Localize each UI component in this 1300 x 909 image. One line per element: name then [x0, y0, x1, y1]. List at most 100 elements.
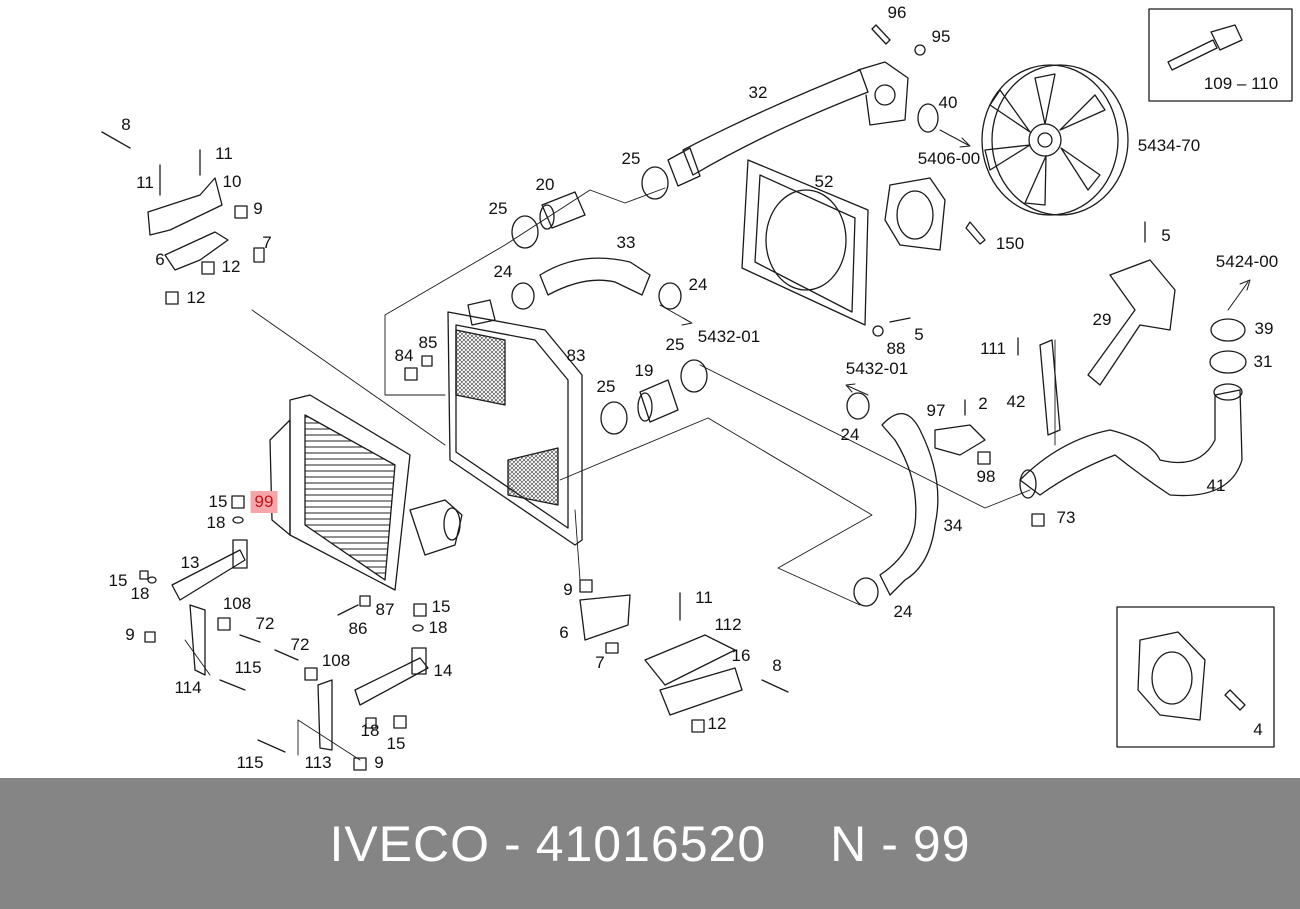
- callout-5406-00: 5406-00: [917, 149, 981, 168]
- callout-111: 111: [980, 339, 1006, 358]
- callout-113: 113: [304, 753, 332, 772]
- callout-12: 12: [186, 288, 206, 307]
- inset-bolt: [1167, 24, 1243, 71]
- callout-9: 9: [374, 753, 384, 772]
- callout-5: 5: [1161, 226, 1171, 245]
- seal-39: [1210, 318, 1246, 342]
- callout-25: 25: [621, 149, 641, 168]
- callout-12: 12: [221, 257, 241, 276]
- callout-24: 24: [893, 602, 913, 621]
- part-number: 41016520: [535, 815, 767, 872]
- callout-32: 32: [748, 83, 768, 102]
- callout-84: 84: [394, 346, 414, 365]
- intercooler-99: [269, 394, 463, 591]
- callout-12: 12: [707, 714, 727, 733]
- callout-24: 24: [493, 262, 513, 281]
- position-label: N: [830, 815, 868, 872]
- callout-33: 33: [616, 233, 636, 252]
- bearing-housing: [884, 177, 986, 251]
- cooling-fan: [981, 64, 1129, 216]
- hoses-upper: [539, 191, 679, 423]
- callout-109-110: 109 – 110: [1203, 74, 1279, 93]
- callout-6: 6: [559, 623, 569, 642]
- callout-15: 15: [108, 571, 128, 590]
- callout-88: 88: [886, 339, 906, 358]
- fasteners: [101, 131, 1146, 771]
- inset-frame-bearing: [1116, 606, 1275, 748]
- callout-7: 7: [595, 653, 605, 672]
- seal-31: [1209, 350, 1247, 374]
- callout-10: 10: [222, 172, 242, 191]
- callout-97: 97: [926, 401, 946, 420]
- mounting-brackets-left: [147, 177, 743, 751]
- callout-15: 15: [386, 734, 406, 753]
- callout-87: 87: [375, 600, 395, 619]
- pipe-41: [1019, 383, 1243, 499]
- leader-lines: [184, 187, 1056, 761]
- brand-name: IVECO: [329, 815, 491, 872]
- inset-bearing: [1137, 631, 1246, 721]
- callout-39: 39: [1254, 319, 1274, 338]
- callout-96: 96: [887, 3, 907, 22]
- inset-frame-bolt: [1148, 8, 1293, 102]
- callout-99-highlight: 99: [250, 491, 278, 513]
- callout-15: 15: [208, 492, 228, 511]
- callout-2: 2: [978, 394, 988, 413]
- callout-112: 112: [714, 615, 742, 634]
- position-number: 99: [912, 815, 971, 872]
- callout-150: 150: [995, 234, 1025, 253]
- o-ring-40: [917, 103, 939, 133]
- callout-14: 14: [433, 661, 453, 680]
- callout-34: 34: [943, 516, 963, 535]
- callout-52: 52: [814, 172, 834, 191]
- callout-19: 19: [634, 361, 654, 380]
- part-number-caption: IVECO - 41016520 N - 99: [0, 778, 1300, 909]
- callout-108: 108: [222, 594, 252, 613]
- callout-72: 72: [290, 635, 310, 654]
- callout-5: 5: [914, 325, 924, 344]
- callout-86: 86: [348, 619, 368, 638]
- bolt-96: [871, 24, 891, 45]
- pipe-32: [667, 61, 909, 187]
- hose-clamps: [511, 166, 879, 607]
- callout-85: 85: [418, 333, 438, 352]
- callout-4: 4: [1253, 720, 1263, 739]
- callout-8: 8: [121, 115, 131, 134]
- callout-25: 25: [665, 335, 685, 354]
- callout-31: 31: [1253, 352, 1273, 371]
- callout-9: 9: [253, 199, 263, 218]
- fan-shroud-52: [741, 159, 869, 326]
- callout-18: 18: [360, 721, 380, 740]
- callout-115: 115: [236, 753, 264, 772]
- nut-95: [914, 44, 926, 56]
- callout-72: 72: [255, 614, 275, 633]
- callout-5424-00: 5424-00: [1215, 252, 1279, 271]
- callout-16: 16: [731, 646, 751, 665]
- callout-24: 24: [840, 425, 860, 444]
- callout-20: 20: [535, 175, 555, 194]
- part-number-banner: IVECO - 41016520 N - 99: [0, 778, 1300, 909]
- callout-98: 98: [976, 467, 996, 486]
- callout-6: 6: [155, 250, 165, 269]
- callout-5432-01: 5432-01: [697, 327, 761, 346]
- separator: -: [504, 815, 522, 872]
- bracket-29: [1087, 259, 1176, 386]
- callout-29: 29: [1092, 310, 1112, 329]
- hose-34: [879, 413, 939, 596]
- callout-95: 95: [931, 27, 951, 46]
- callout-18: 18: [206, 513, 226, 532]
- exploded-parts-diagram: [101, 8, 1293, 771]
- callout-11: 11: [215, 144, 233, 163]
- callout-108: 108: [321, 651, 351, 670]
- gasket-97: [934, 424, 986, 456]
- callout-11: 11: [136, 173, 154, 192]
- callout-9: 9: [563, 580, 573, 599]
- bracket-42: [1039, 339, 1061, 436]
- callout-9: 9: [125, 625, 135, 644]
- arrow-leaders: [659, 129, 1251, 396]
- callout-114: 114: [174, 678, 202, 697]
- callout-7: 7: [262, 233, 272, 252]
- callout-13: 13: [180, 553, 200, 572]
- callout-11: 11: [695, 588, 713, 607]
